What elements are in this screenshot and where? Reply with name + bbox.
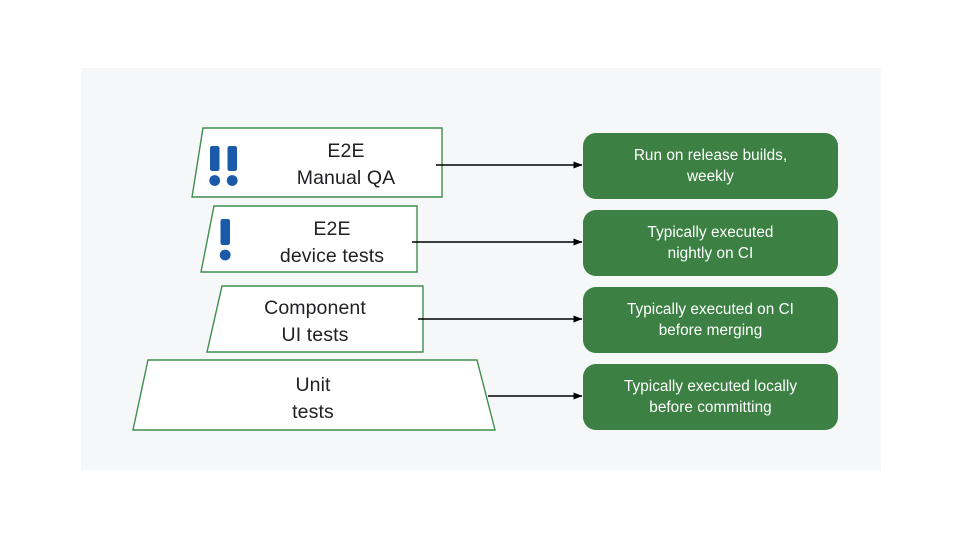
exclamation-icon [219, 219, 231, 261]
note-2-line-1: Typically executed [647, 223, 774, 241]
tier-4-line-2: tests [292, 400, 334, 423]
pyramid-tier-3-label: Component UI tests [215, 295, 415, 349]
note-box-3-text: Typically executed on CI before merging [627, 299, 794, 342]
note-4-line-2: before committing [649, 399, 772, 416]
note-2-line-2: nightly on CI [667, 245, 754, 262]
pyramid-tier-2-label: E2E device tests [237, 216, 427, 270]
tier-3-line-1: Component [264, 297, 366, 319]
pyramid-tier-4-shape[interactable] [132, 359, 496, 431]
pyramid-tier-1-shape[interactable] [191, 127, 443, 198]
note-1-line-2: weekly [686, 168, 735, 185]
tier-3-line-2: UI tests [281, 323, 349, 346]
note-box-2[interactable]: Typically executed nightly on CI [583, 210, 838, 276]
pyramid-tier-4-label: Unit tests [213, 372, 413, 426]
note-box-4[interactable]: Typically executed locally before commit… [583, 364, 838, 430]
tier-1-line-1: E2E [327, 140, 365, 162]
tier-1-line-2: Manual QA [296, 166, 396, 189]
tier-2-line-2: device tests [279, 244, 385, 267]
note-box-3[interactable]: Typically executed on CI before merging [583, 287, 838, 353]
note-box-2-text: Typically executed nightly on CI [648, 222, 774, 265]
note-3-line-1: Typically executed on CI [626, 300, 794, 318]
pyramid-tier-3-shape[interactable] [206, 285, 424, 353]
tier-4-line-1: Unit [295, 374, 331, 396]
note-box-1[interactable]: Run on release builds, weekly [583, 133, 838, 199]
tier-2-line-1: E2E [313, 218, 351, 240]
note-1-line-1: Run on release builds, [633, 146, 788, 164]
note-box-1-text: Run on release builds, weekly [634, 145, 787, 188]
note-3-line-2: before merging [658, 322, 763, 339]
pyramid-tier-1-label: E2E Manual QA [251, 138, 441, 192]
note-box-4-text: Typically executed locally before commit… [624, 376, 797, 419]
double-exclamation-icon [209, 146, 238, 186]
pyramid-tier-2-shape[interactable] [200, 205, 418, 273]
note-4-line-1: Typically executed locally [623, 377, 798, 395]
